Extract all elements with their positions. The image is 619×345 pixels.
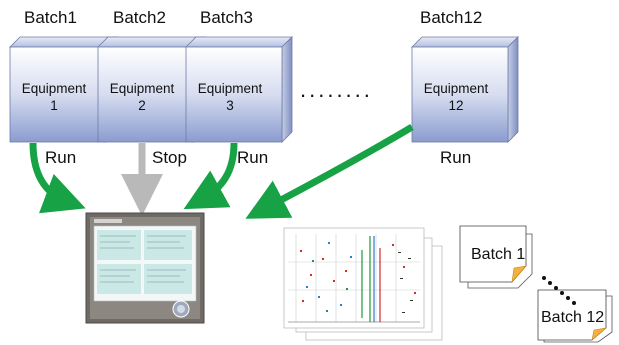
state-label-1: Run: [45, 148, 77, 167]
run-arrow-12: [245, 123, 414, 219]
equipment-2-cube: [97, 36, 205, 143]
equipment-3: Equipment 3: [176, 47, 296, 157]
equipment-1-number: 1: [50, 98, 58, 113]
equipment-2: Equipment 2: [88, 47, 208, 157]
batch-12-document: [537, 289, 613, 343]
equipment-12: Equipment 12: [402, 47, 522, 157]
equipment-12-cube: [411, 36, 519, 143]
run-arrow-1: [29, 142, 86, 214]
equipment-12-number: 12: [448, 98, 464, 113]
equipment-2-number: 2: [138, 98, 146, 113]
batch-12-document-label: Batch 12: [541, 309, 605, 326]
state-label-2: Stop: [152, 148, 187, 167]
batch-label-2: Batch2: [113, 8, 166, 27]
state-label-3: Run: [237, 148, 269, 167]
equipment-1: Equipment 1: [0, 47, 120, 157]
equipment-3-name: Equipment: [197, 81, 263, 96]
batch-label-1: Batch1: [24, 8, 77, 27]
equipment-1-name: Equipment: [21, 81, 87, 96]
equipment-2-name: Equipment: [109, 81, 175, 96]
recorder-device: [85, 212, 205, 324]
batch-1-document: [459, 225, 533, 289]
batch-label-3: Batch3: [200, 8, 253, 27]
document-sequence-dots: [542, 276, 576, 305]
chart-printouts: [283, 227, 443, 341]
run-arrow-3: [183, 142, 238, 210]
more-equipment-ellipsis: ........: [300, 77, 373, 102]
batch-label-12: Batch12: [420, 8, 483, 27]
state-label-12: Run: [440, 148, 472, 167]
batch-1-document-label: Batch 1: [471, 246, 526, 263]
equipment-12-name: Equipment: [423, 81, 489, 96]
equipment-3-number: 3: [226, 98, 234, 113]
equipment-3-cube: [185, 36, 293, 143]
